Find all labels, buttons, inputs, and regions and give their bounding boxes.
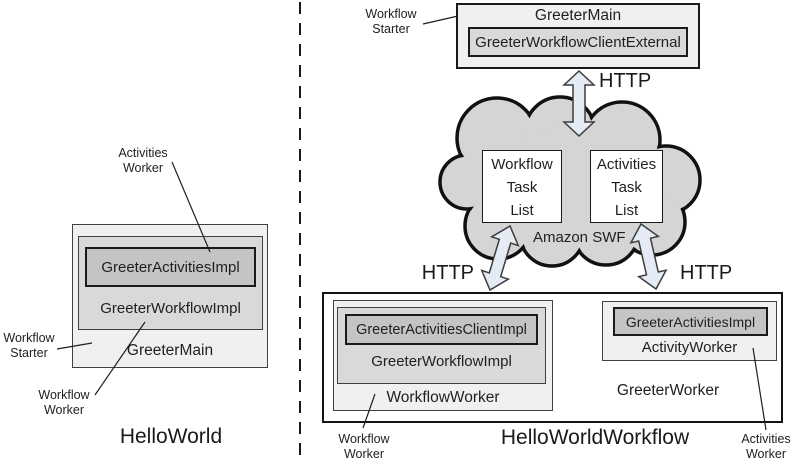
workflow-greeterworkflowimpl-label: GreeterWorkflowImpl (371, 353, 512, 370)
activities-task-list-box: Activities Task List (590, 150, 663, 223)
amazon-swf-label: Amazon SWF (533, 229, 626, 246)
greeterworkflowclientexternal-label: GreeterWorkflowClientExternal (475, 33, 681, 51)
greeteractivitiesclientimpl-box: GreeterActivitiesClientImpl (345, 314, 538, 345)
activities-task-list-line2: Task (611, 179, 642, 196)
activities-task-list-line1: Activities (596, 156, 657, 173)
workflowworker-label: WorkflowWorker (386, 389, 500, 406)
workflow-task-list-line2: Task (506, 179, 538, 196)
workflow-greeteractivitiesimpl-box: GreeterActivitiesImpl (613, 307, 768, 336)
activities-task-list-line3: List (614, 202, 639, 219)
workflow-task-list-line1: Workflow (491, 156, 553, 173)
helloworld-greeteractivitiesimpl-box: GreeterActivitiesImpl (85, 247, 256, 287)
greeteractivitiesclientimpl-label: GreeterActivitiesClientImpl (356, 321, 527, 338)
helloworld-greetermain-label: GreeterMain (126, 342, 214, 359)
activityworker-label: ActivityWorker (641, 339, 738, 356)
workflow-greetermain-label: GreeterMain (534, 7, 622, 24)
greeterworker-label: GreeterWorker (616, 382, 720, 399)
helloworld-greeteractivitiesimpl-label: GreeterActivitiesImpl (101, 258, 240, 276)
workflow-task-list-box: Workflow Task List (482, 150, 562, 223)
workflow-task-list-line3: List (510, 202, 534, 219)
workflow-greeteractivitiesimpl-label: GreeterActivitiesImpl (625, 313, 756, 330)
greeterworkflowclientexternal-box: GreeterWorkflowClientExternal (468, 27, 688, 57)
helloworld-greeterworkflowimpl-label: GreeterWorkflowImpl (100, 300, 241, 317)
